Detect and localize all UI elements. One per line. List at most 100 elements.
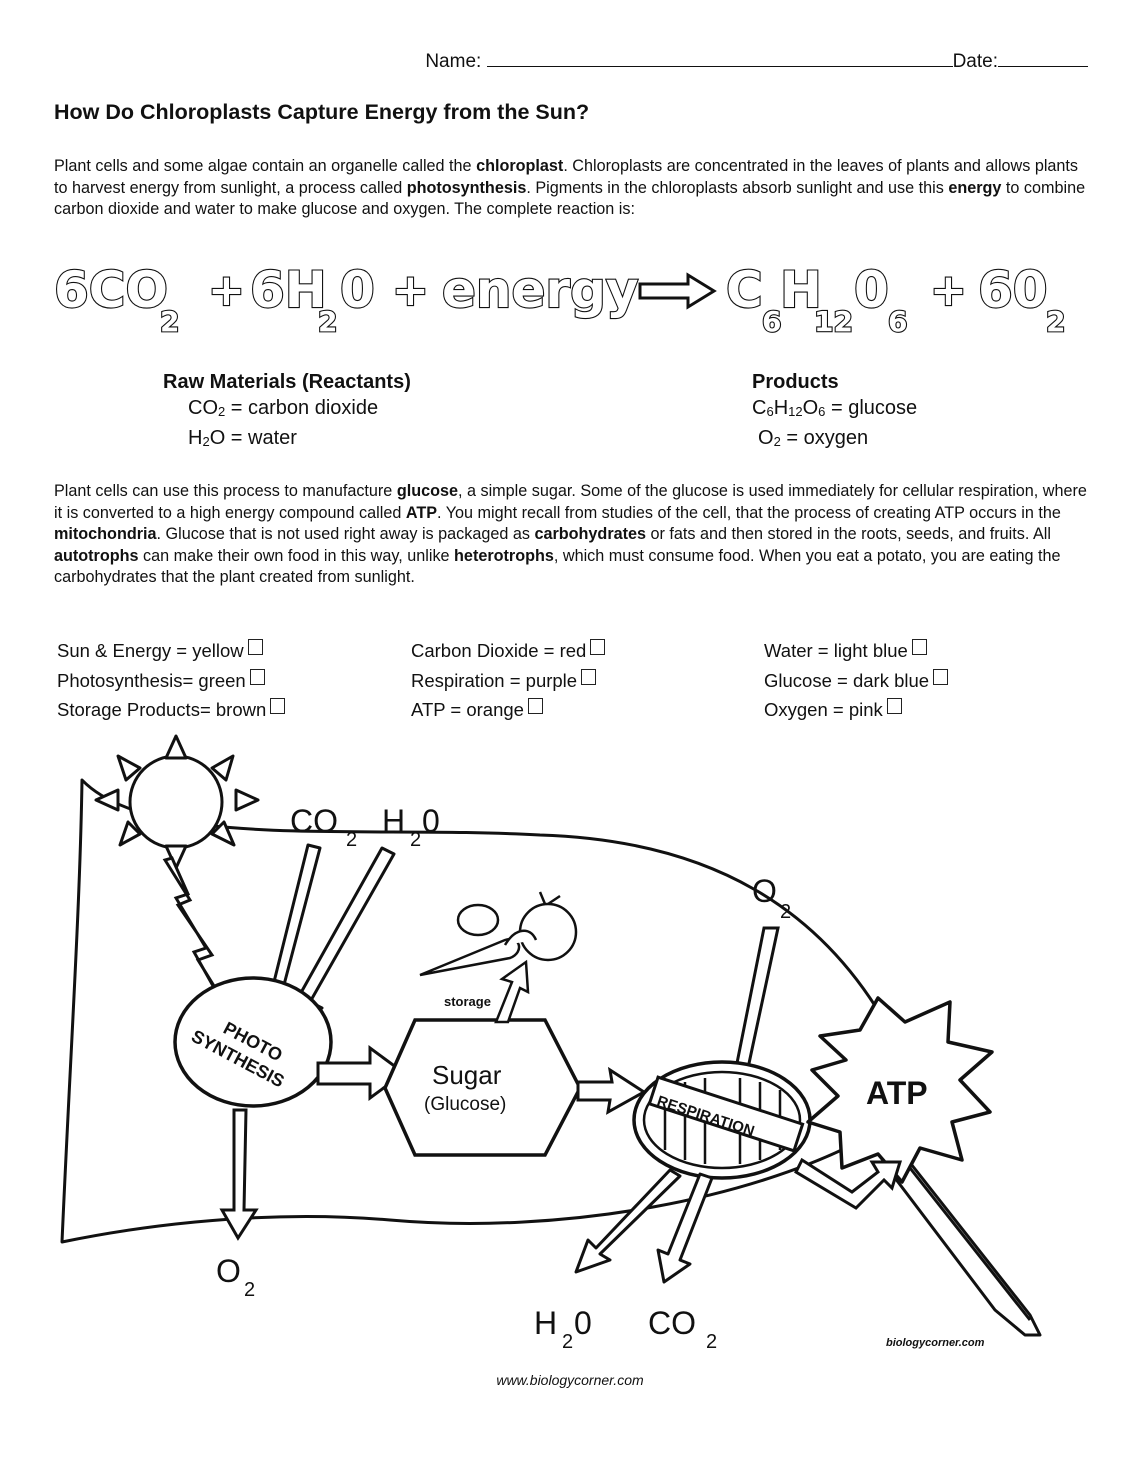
eq-co2: 6CO [54,261,168,319]
storage-arrow-icon [494,959,530,1024]
product-glucose: C6H12O6 = glucose [752,395,917,425]
eq-o2: 60 [978,261,1048,319]
h2o-out-label: H [534,1305,557,1341]
g-o: O [802,397,819,419]
color-checkbox[interactable] [933,668,949,685]
atp-label: ATP [866,1075,928,1111]
intro-text: to combine carbon dioxide and water to m… [54,178,1086,219]
date-label: Date: [952,51,998,72]
eq-glucose-h: H [780,261,822,319]
h2o-input-label: H [382,803,405,839]
footer-url[interactable]: www.biologycorner.com [496,1372,644,1388]
leaf-diagram: CO 2 H 2 0 PHOTO SYNTHESIS Sugar (Glucos… [60,734,1042,1353]
intro-text: Plant cells and some algae contain an or… [54,157,477,175]
color-checkbox[interactable] [270,698,286,714]
term-photosynthesis: photosynthesis [406,178,527,197]
name-field[interactable] [486,48,953,67]
reactants-block: Raw Materials (Reactants) CO2 = carbon d… [163,369,411,455]
o2-def: = oxygen [780,427,869,449]
p2-text: . You might recall from studies of the c… [437,503,1061,522]
atp-burst: ATP [806,996,994,1184]
name-label: Name: [425,51,482,72]
p2-text: or fats and then stored in the roots, se… [646,525,1051,544]
color-legend-col-1: Sun & Energy = yellow Photosynthesis= gr… [57,636,286,725]
p2-text: , which must consume food. When you eat … [54,546,1061,587]
eq-h2o: 6H [250,261,327,319]
sun-icon [94,734,260,870]
legend-item: Photosynthesis= green [57,666,285,696]
reactant-co2-text: CO [188,397,218,419]
products-block: Products C6H12O6 = glucose O2 = oxygen [752,369,917,455]
h2o-out-o: 0 [574,1305,592,1341]
co2-out-label: CO [648,1305,696,1341]
photosynthesis-equation: 6CO 2 + 6H 2 0 + energy C 6 H 12 0 6 + 6… [53,260,1067,339]
color-checkbox[interactable] [581,668,597,685]
color-checkbox[interactable] [911,639,927,655]
reactant-co2: CO2 = carbon dioxide [163,395,411,425]
intro-text: . Pigments in the chloroplasts absorb su… [526,178,949,197]
eq-glucose-o-sub: 6 [888,305,907,338]
p2-text: can make their own food in this way, unl… [138,546,455,565]
legend-label: Oxygen = pink [764,699,883,720]
eq-o2-sub: 2 [1046,305,1065,338]
g-o-sub: 6 [818,404,826,419]
o2-top-sub: 2 [780,901,791,923]
date-field[interactable] [998,48,1088,67]
o2-out-sub: 2 [244,1279,255,1301]
leaf-outline [60,778,913,1244]
sugar-to-resp-arrow-icon [576,1066,647,1115]
p2-text: . Glucose that is not used right away is… [156,525,535,544]
reactants-heading: Raw Materials (Reactants) [163,371,411,393]
glucose-label: (Glucose) [424,1094,506,1115]
reactant-h2o: H2O = water [163,425,411,455]
eq-plus-3: + [930,265,967,316]
term-heterotrophs: heterotrophs [454,546,554,565]
intro-text: . Chloroplasts are concentrated in the l… [54,157,1079,197]
o2-top-label: O [752,873,777,909]
eq-glucose-c-sub: 6 [762,305,781,338]
h2o-input-sub: 2 [410,829,421,851]
page-title: How Do Chloroplasts Capture Energy from … [54,100,590,124]
legend-label: Photosynthesis= green [57,669,246,691]
h2o-out-sub: 2 [562,1331,573,1353]
reactant-h2o-sub: 2 [202,434,210,449]
color-checkbox[interactable] [590,639,606,655]
eq-plus-2: + [392,265,429,316]
reactant-co2-sub: 2 [218,404,226,419]
stored-food-icon [419,891,578,977]
diagram-credit: biologycorner.com [886,1337,985,1349]
product-o2: O2 = oxygen [752,425,917,455]
co2-input-label: CO [290,803,338,839]
co2-out-sub: 2 [706,1331,717,1353]
color-checkbox[interactable] [886,698,902,714]
color-checkbox[interactable] [247,639,263,655]
sugar-glucose-node: Sugar (Glucose) [383,1018,582,1157]
legend-label: Water = light blue [764,640,908,661]
color-checkbox[interactable] [527,698,543,714]
h2o-out-arrow-icon [574,1168,682,1274]
legend-item: Carbon Dioxide = red [411,636,606,666]
eq-co2-sub: 2 [160,305,179,338]
storage-label: storage [444,994,491,1009]
legend-item: Respiration = purple [411,666,605,696]
sugar-label: Sugar [432,1060,502,1090]
co2-input-sub: 2 [346,829,357,851]
reactant-co2-def: = carbon dioxide [225,397,379,419]
products-heading: Products [752,371,839,393]
color-checkbox[interactable] [249,668,265,685]
term-glucose: glucose [396,482,458,500]
eq-energy: energy [442,261,638,319]
o2-text: O [758,427,774,449]
color-legend-col-2: Carbon Dioxide = red Respiration = purpl… [411,636,606,725]
legend-item: ATP = orange [411,695,605,725]
g-h-sub: 12 [788,404,803,419]
legend-item: Water = light blue [764,636,948,666]
legend-label: Storage Products= brown [57,699,267,720]
legend-label: Respiration = purple [411,669,578,691]
term-mitochondria: mitochondria [54,525,157,544]
o2-out-label: O [216,1253,241,1289]
eq-h2o-sub: 2 [318,305,337,338]
eq-arrow-icon [638,272,717,310]
intro-paragraph: Plant cells and some algae contain an or… [54,156,1094,221]
reactant-h2o-text: H [188,427,203,449]
